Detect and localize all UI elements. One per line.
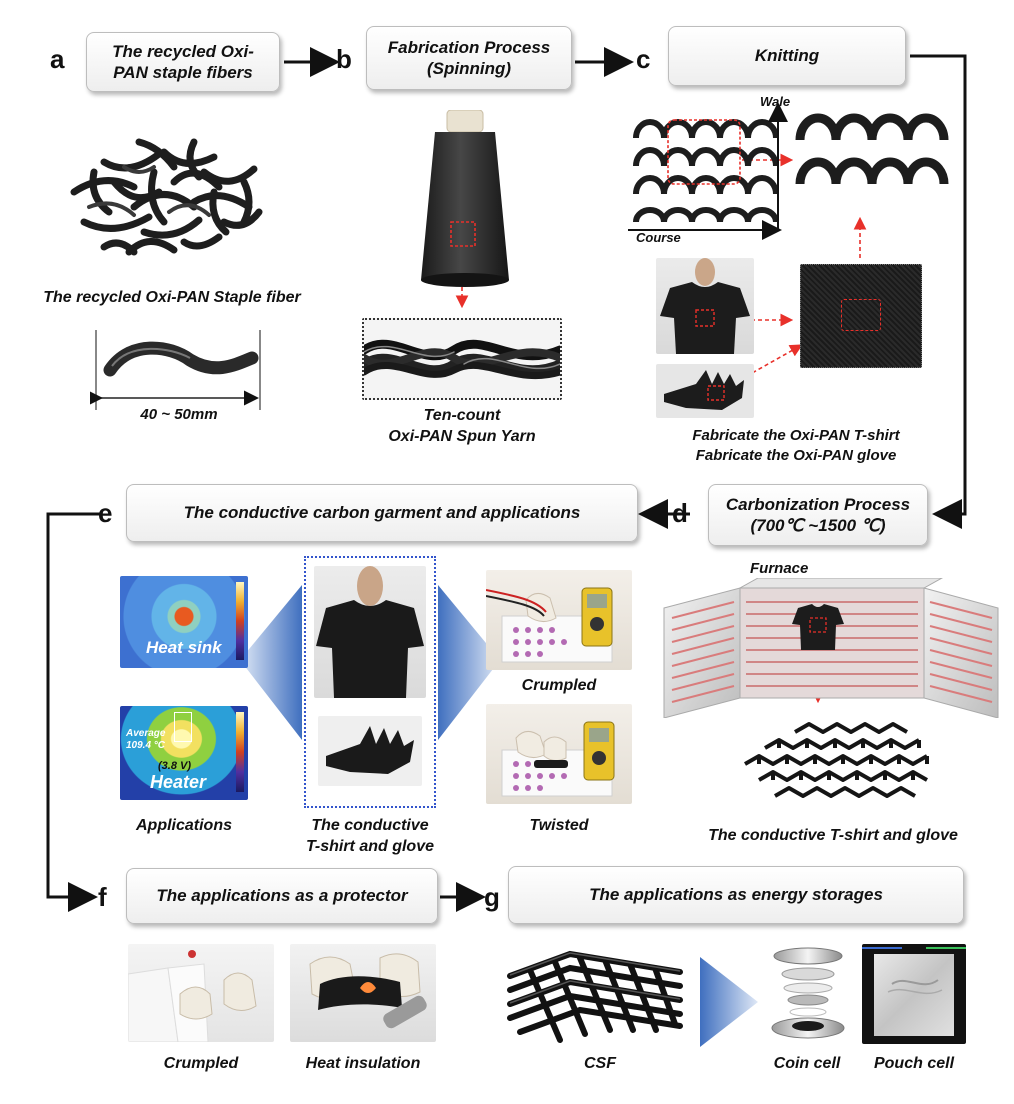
step-box-d: Carbonization Process (700℃ ~1500 ℃) — [708, 484, 928, 546]
protector-heat-insulation-photo — [290, 944, 436, 1042]
yarn-cone-image — [421, 110, 509, 287]
crumpled-measurement-photo — [486, 570, 632, 670]
step-title-f: The applications as a protector — [156, 886, 408, 906]
twisted-measurement-photo — [486, 704, 632, 804]
caption-b-line2: Oxi-PAN Spun Yarn — [388, 427, 536, 445]
heat-sink-thermal-image: Heat sink — [120, 576, 248, 668]
caption-c-line2: Fabricate the Oxi-PAN glove — [695, 446, 897, 464]
knit-structure-diagram — [628, 102, 949, 240]
panel-letter-d: d — [672, 498, 688, 528]
csf-caption: CSF — [584, 1055, 616, 1072]
step-title-d-line1: Carbonization Process — [725, 494, 911, 514]
protector-crumpled-caption: Crumpled — [163, 1055, 239, 1072]
step-title-b-line1: Fabrication Process — [387, 37, 551, 57]
caption-d: The conductive T-shirt and glove — [708, 827, 958, 844]
step-box-e: The conductive carbon garment and applic… — [126, 484, 638, 542]
caption-c-line1: Fabricate the Oxi-PAN T-shirt — [692, 427, 900, 444]
crumpled-caption: Crumpled — [521, 677, 597, 694]
conductive-tshirt-photo — [314, 566, 426, 698]
step-box-a: The recycled Oxi-PAN staple fibers — [86, 32, 280, 92]
spun-yarn-closeup-image — [362, 318, 562, 400]
conductive-garment-frame — [304, 556, 436, 808]
panel-letter-c: c — [636, 44, 651, 74]
heater-label: Heater — [150, 772, 207, 792]
heater-avg-temp: 109.4 °C — [126, 740, 166, 751]
caption-a: The recycled Oxi-PAN Staple fiber — [43, 289, 301, 306]
heat-insulation-caption: Heat insulation — [305, 1055, 421, 1072]
oxi-pan-glove-photo — [656, 364, 754, 418]
csf-lattice-illustration — [507, 950, 683, 1043]
conductive-glove-photo — [318, 716, 422, 786]
caption-c: Fabricate the Oxi-PAN T-shirt Fabricate … — [646, 426, 946, 465]
panel-letter-e: e — [98, 498, 113, 528]
step-box-g: The applications as energy storages — [508, 866, 964, 924]
caption-b: Ten-count Oxi-PAN Spun Yarn — [362, 406, 562, 448]
step-title-a: The recycled Oxi-PAN staple fibers — [112, 41, 254, 82]
step-box-c: Knitting — [668, 26, 906, 86]
caption-b-line1: Ten-count — [423, 407, 501, 424]
knitted-fabric-swatch — [800, 264, 922, 368]
step-title-d-line2: (700℃ ~1500 ℃) — [750, 516, 886, 535]
pouch-cell-caption: Pouch cell — [873, 1055, 955, 1072]
heater-thermal-image: Average 109.4 °C (3.8 V) Heater — [120, 706, 248, 800]
coin-cell-caption: Coin cell — [773, 1055, 841, 1072]
step-title-e: The conductive carbon garment and applic… — [183, 503, 581, 523]
furnace-label: Furnace — [750, 560, 809, 577]
center-caption: The conductive T-shirt and glove — [290, 816, 450, 858]
step-box-f: The applications as a protector — [126, 868, 438, 924]
center-caption-line2: T-shirt and glove — [305, 837, 434, 855]
panel-letter-f: f — [98, 882, 107, 912]
panel-letter-a: a — [50, 44, 65, 74]
furnace-illustration — [663, 578, 999, 718]
protector-crumpled-photo — [128, 944, 274, 1042]
fiber-length: 40 ~ 50mm — [140, 406, 218, 423]
heater-average-label: Average — [126, 728, 166, 739]
wale-label: Wale — [760, 94, 791, 109]
step-title-c: Knitting — [754, 46, 820, 66]
step-box-b: Fabrication Process (Spinning) — [366, 26, 572, 90]
heater-voltage: (3.8 V) — [158, 760, 192, 772]
panel-letter-b: b — [336, 44, 352, 74]
pouch-cell-photo — [862, 944, 966, 1044]
twisted-caption: Twisted — [529, 817, 589, 834]
staple-fiber-pile-image — [70, 138, 263, 256]
oxi-pan-tshirt-photo — [656, 258, 754, 354]
applications-caption: Applications — [135, 817, 232, 834]
step-title-b-line2: (Spinning) — [426, 59, 512, 78]
coin-cell-exploded-illustration — [771, 947, 845, 1039]
heat-sink-label: Heat sink — [146, 638, 222, 657]
single-fiber-image — [90, 330, 261, 410]
course-label: Course — [636, 230, 681, 245]
panel-letter-g: g — [484, 882, 500, 912]
step-title-g: The applications as energy storages — [589, 885, 883, 905]
carbon-lattice-illustration — [744, 722, 929, 798]
center-caption-line1: The conductive — [311, 817, 429, 834]
